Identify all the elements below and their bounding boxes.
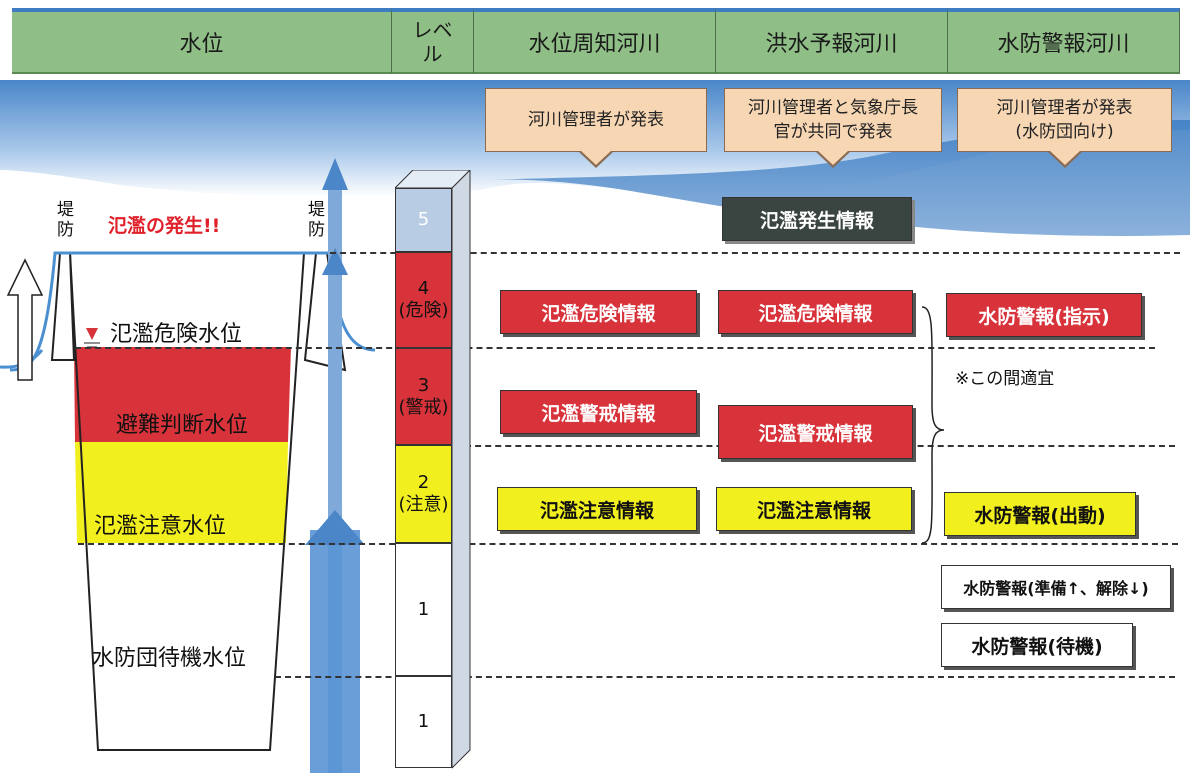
flood-warning-prepare: 水防警報(準備↑、解除↓) [941, 565, 1171, 609]
water-red-zone [74, 347, 291, 442]
danger-info-col1: 氾濫危険情報 [500, 290, 697, 334]
level-4-text: (危険) [398, 300, 449, 321]
danger-info-col2: 氾濫危険情報 [718, 290, 913, 334]
level-1-upper-number: 1 [417, 598, 430, 620]
caution-level-label: 氾濫注意水位 [94, 514, 227, 539]
header-water-level: 水位 [12, 8, 392, 74]
header-water-level-notice-river: 水位周知河川 [474, 8, 716, 74]
announcer-col2: 河川管理者と気象庁長 官が共同で発表 [724, 88, 942, 168]
level-3-text: (警戒) [398, 396, 449, 418]
announcer-col1: 河川管理者が発表 [485, 88, 707, 168]
bank-right-line1: 堤 [308, 200, 325, 220]
level-column-top [395, 170, 471, 189]
arrow-up-top-icon [322, 158, 348, 190]
header-flood-warning-river: 水防警報河川 [948, 8, 1180, 74]
announcer-col3-line1: 河川管理者が発表 [996, 98, 1133, 118]
overflow-label: 氾濫の発生!! [108, 215, 221, 237]
level-2: 2 (注意) [395, 445, 452, 543]
threshold-standby [275, 676, 1175, 678]
announcer-col2-line1: 河川管理者と気象庁長 [748, 98, 918, 118]
arrow-up-bottom-icon [305, 510, 365, 545]
bank-left-line1: 堤 [57, 200, 74, 220]
bank-left-label: 堤 防 [57, 200, 74, 240]
water-yellow-zone [75, 442, 288, 543]
occurrence-info: 氾濫発生情報 [722, 197, 912, 241]
announcer-col2-line2: 官が共同で発表 [773, 122, 893, 142]
bank-left-line2: 防 [57, 220, 74, 240]
header-level: レベ ル [392, 8, 474, 74]
level-column-side [452, 170, 471, 769]
bank-right-line2: 防 [308, 220, 325, 240]
threshold-caution [78, 543, 1178, 545]
flood-warning-dispatch: 水防警報(出動) [944, 492, 1136, 536]
level-2-number: 2 [417, 472, 430, 493]
flood-warning-standby: 水防警報(待機) [941, 623, 1133, 667]
announcer-col3: 河川管理者が発表 (水防団向け) [957, 88, 1172, 168]
level-3-number: 3 [417, 374, 430, 396]
announcer-col1-text: 河川管理者が発表 [528, 110, 664, 130]
river-cross-section [0, 251, 376, 751]
interval-note: ※この間適宜 [955, 369, 1055, 389]
left-embankment [50, 252, 76, 361]
evac-level-label: 避難判断水位 [116, 413, 249, 438]
level-4-number: 4 [417, 278, 430, 299]
level-5: 5 [395, 188, 452, 252]
level-3: 3 (警戒) [395, 348, 452, 445]
warning-info-col1: 氾濫警戒情報 [500, 390, 697, 434]
warning-info-col2: 氾濫警戒情報 [718, 405, 913, 459]
announcer-col3-line2: (水防団向け) [1015, 122, 1114, 142]
interval-brace [921, 306, 945, 544]
threshold-overflow [330, 252, 1180, 254]
caution-info-col2: 氾濫注意情報 [716, 487, 912, 531]
water-surface-marker-icon [86, 328, 98, 340]
rising-arrow [6, 258, 44, 381]
level-4: 4 (危険) [395, 252, 452, 348]
header-level-line1: レベ [412, 18, 453, 42]
level-1-upper: 1 [395, 543, 452, 676]
level-5-number: 5 [417, 209, 430, 230]
caution-info-col1: 氾濫注意情報 [497, 487, 697, 531]
standby-level-label: 水防団待機水位 [92, 646, 247, 671]
threshold-danger [75, 347, 1155, 349]
flood-warning-order: 水防警報(指示) [946, 293, 1142, 337]
rise-arrows [305, 158, 365, 773]
level-2-text: (注意) [398, 494, 449, 515]
arrow-up-mid-icon [322, 248, 348, 275]
level-1-lower: 1 [395, 676, 452, 768]
header-flood-forecast-river: 洪水予報河川 [716, 8, 948, 74]
level-1-lower-number: 1 [417, 711, 430, 732]
danger-level-label: 氾濫危険水位 [110, 322, 243, 347]
header-level-line2: ル [422, 42, 443, 66]
bank-right-label: 堤 防 [308, 200, 325, 240]
